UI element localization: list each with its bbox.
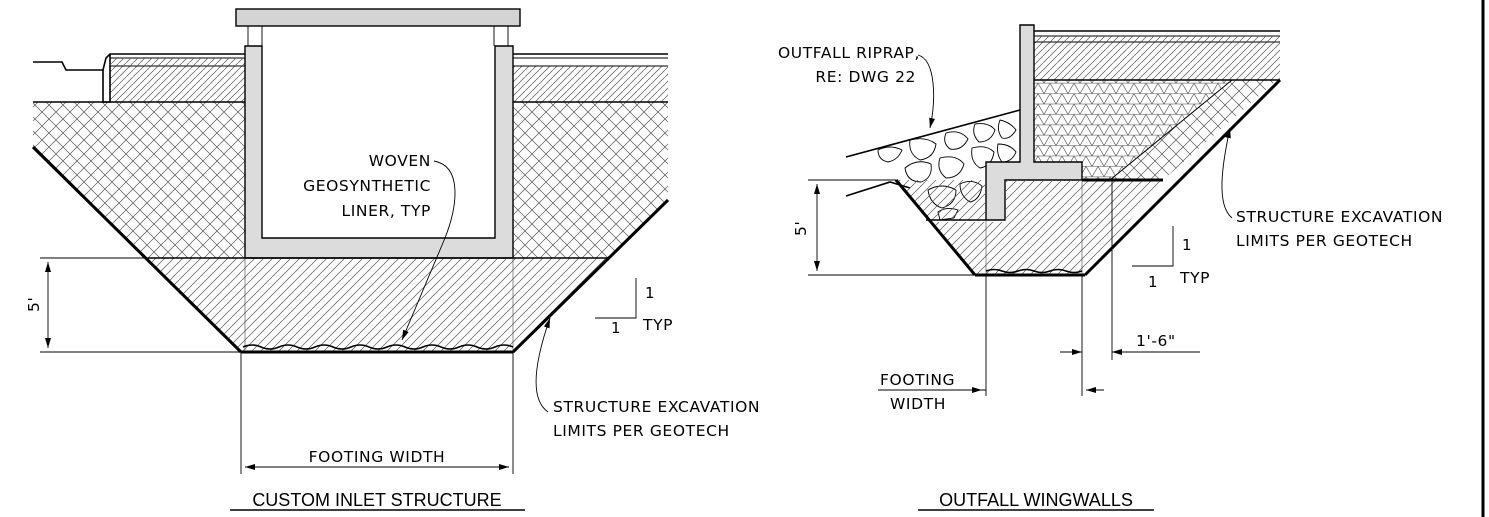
structure-backfill-zone [148, 258, 610, 352]
footing-width-label: FOOTING WIDTH [309, 448, 446, 466]
wingwall-slope-triangle [1132, 226, 1174, 267]
backfill-right-zone [513, 102, 668, 258]
liner-leader [401, 160, 456, 341]
geosynthetic-liner [242, 344, 514, 350]
footing-width-extension [240, 352, 514, 474]
wingwall-footing-label-line1: FOOTING [880, 371, 955, 389]
excavation-label-line2: LIMITS PER GEOTECH [553, 422, 730, 440]
detail-title-right: OUTFALL WINGWALLS [939, 490, 1133, 510]
depth-dim-label: 5' [25, 297, 43, 312]
offset-dim-label: 1'-6" [1136, 332, 1176, 350]
wingwall-excavation-label-line2: LIMITS PER GEOTECH [1236, 232, 1413, 250]
wingwall-excavation-leader [1221, 127, 1233, 219]
wingwall-liner [985, 268, 1083, 274]
wingwall-depth-label: 5' [792, 221, 810, 236]
excavation-limit-left [31, 145, 243, 354]
wingwall-footing-label-line2: WIDTH [890, 395, 946, 413]
excavation-limit-right [511, 198, 670, 354]
grate-supports [247, 26, 509, 46]
excavation-leader [535, 317, 551, 413]
slope-triangle [595, 278, 637, 319]
wingwall-pavement [1034, 30, 1280, 81]
wingwall-excavation-left [894, 179, 977, 276]
riprap-label-line2: RE: DWG 22 [815, 68, 916, 86]
wingwall-excavation-right [1083, 78, 1282, 277]
aggregate-base-right [513, 66, 668, 102]
liner-label-line3: LINER, TYP [341, 202, 431, 220]
pavement-surface-left [110, 58, 245, 66]
excavation-label-line1: STRUCTURE EXCAVATION [553, 398, 760, 416]
aggregate-base-left [110, 66, 245, 102]
wingwall-pavement-surface [1034, 36, 1280, 42]
pavement-right-under [513, 57, 668, 67]
detail-title-left: CUSTOM INLET STRUCTURE [252, 490, 501, 510]
slope-rise: 1 [645, 284, 655, 302]
wingwall-footing-extension [985, 275, 1083, 396]
riprap-label-line1: OUTFALL RIPRAP, [778, 44, 920, 62]
depth-dim-extension [40, 257, 241, 353]
wingwall-slope-typ: TYP [1179, 269, 1210, 287]
wingwall-footing-edges [985, 180, 1083, 275]
riprap-surface-line [845, 109, 1021, 158]
inlet-grate [235, 8, 521, 27]
slope-typ: TYP [642, 316, 673, 334]
wingwall-excavation-label-line1: STRUCTURE EXCAVATION [1236, 208, 1443, 226]
slope-run: 1 [611, 319, 621, 337]
outfall-wingwalls-detail: OUTFALL RIPRAP, RE: DWG 22 5' 1 1 TYP ST… [778, 24, 1443, 511]
custom-inlet-structure-detail: WOVEN GEOSYNTHETIC LINER, TYP 5' 1 1 TYP… [25, 8, 760, 511]
wingwall-structure-backfill [896, 180, 1163, 275]
wingwall-slope-rise: 1 [1182, 236, 1192, 254]
wingwall-slope-run: 1 [1148, 273, 1158, 291]
backfill-left-zone [33, 102, 245, 258]
liner-label-line1: WOVEN [369, 152, 431, 170]
curb-left [102, 54, 111, 103]
liner-label-line2: GEOSYNTHETIC [303, 177, 431, 195]
riprap-leader [917, 54, 936, 129]
wingwall-base-course [1034, 42, 1280, 80]
wingwall-depth-extension [808, 179, 975, 276]
footing-edge-lines [244, 258, 514, 350]
